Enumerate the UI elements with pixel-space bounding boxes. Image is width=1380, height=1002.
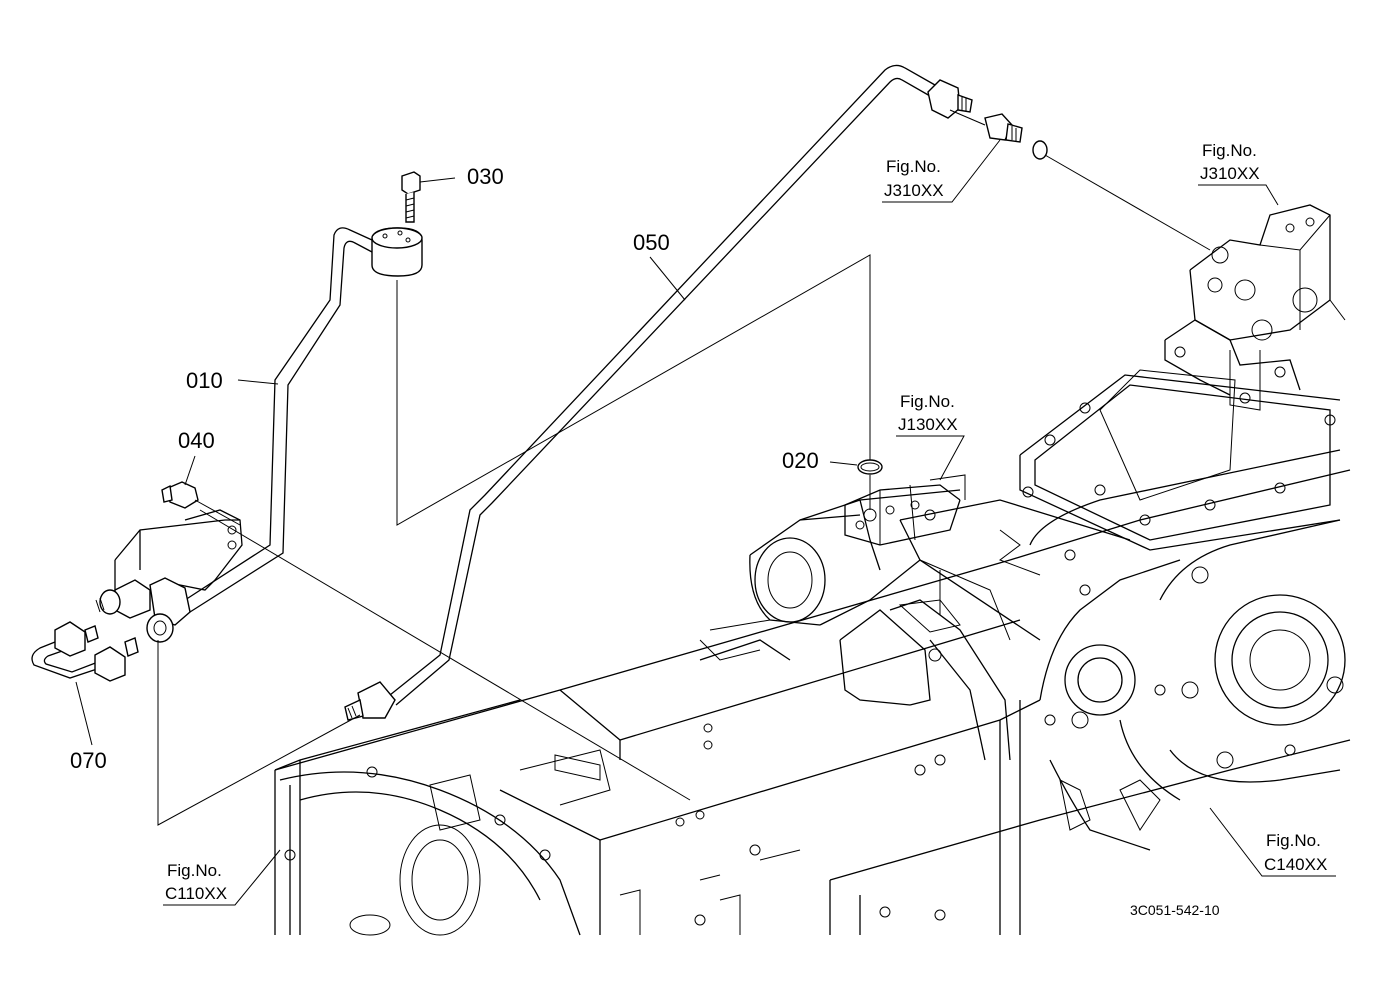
drawing-code: 3C051-542-10	[1130, 902, 1220, 918]
fig-ref-j130: Fig.No. J130XX	[896, 392, 965, 481]
label-070: 070	[70, 748, 107, 773]
pipe-050-upper-fitting	[927, 79, 1211, 251]
fig-ref-j310-right: Fig.No. J310XX	[1198, 141, 1279, 206]
bolt-030	[401, 171, 456, 223]
svg-text:Fig.No.: Fig.No.	[900, 392, 955, 411]
transmission-housing	[274, 204, 1351, 936]
svg-text:J130XX: J130XX	[898, 415, 958, 434]
svg-text:C140XX: C140XX	[1264, 855, 1327, 874]
assembly-lines	[157, 254, 871, 826]
svg-text:C110XX: C110XX	[165, 884, 227, 903]
svg-text:Fig.No.: Fig.No.	[1266, 831, 1321, 850]
adaptor-block	[95, 509, 243, 643]
fig-ref-c110: Fig.No. C110XX	[163, 849, 281, 906]
part-labels: 030 050 010 040 020 070	[70, 164, 858, 773]
pipe-050-lower-fitting	[344, 681, 396, 721]
svg-text:J310XX: J310XX	[1200, 164, 1260, 183]
svg-text:J310XX: J310XX	[884, 181, 944, 200]
svg-text:Fig.No.: Fig.No.	[167, 861, 222, 880]
o-ring-020	[857, 459, 883, 475]
plug-040	[161, 481, 241, 526]
fig-ref-c140: Fig.No. C140XX	[1209, 807, 1336, 877]
label-040: 040	[178, 428, 215, 453]
pipe-010	[184, 227, 373, 613]
label-020: 020	[782, 448, 819, 473]
label-010: 010	[186, 368, 223, 393]
fig-ref-j310-left: Fig.No. J310XX	[882, 139, 1001, 203]
label-030: 030	[467, 164, 504, 189]
svg-text:Fig.No.: Fig.No.	[886, 157, 941, 176]
pipe-050	[389, 64, 936, 706]
pipe-070	[31, 621, 139, 682]
svg-text:Fig.No.: Fig.No.	[1202, 141, 1257, 160]
label-050: 050	[633, 230, 670, 255]
pipe-cap	[371, 227, 423, 277]
